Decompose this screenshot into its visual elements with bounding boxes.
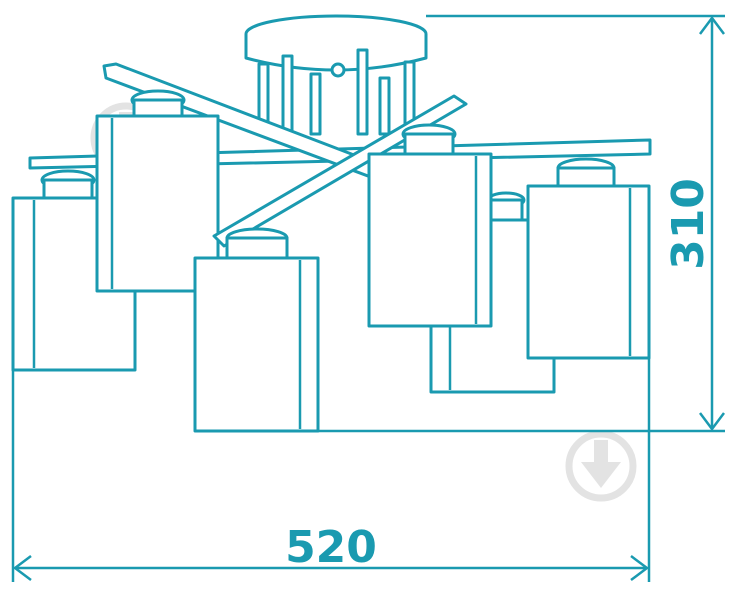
lamp-shade-front-right [367,123,493,328]
watermark-download-icon [565,430,637,502]
lamp-shade-front-center [193,227,320,433]
ceiling-canopy [244,14,428,72]
height-label: 310 [663,178,714,270]
height-dimension: 310 [318,14,725,433]
width-label: 520 [285,522,377,573]
width-dimension: 520 [11,358,651,582]
lamp-shade-far-right [526,157,651,360]
suspension-rods [257,48,416,136]
